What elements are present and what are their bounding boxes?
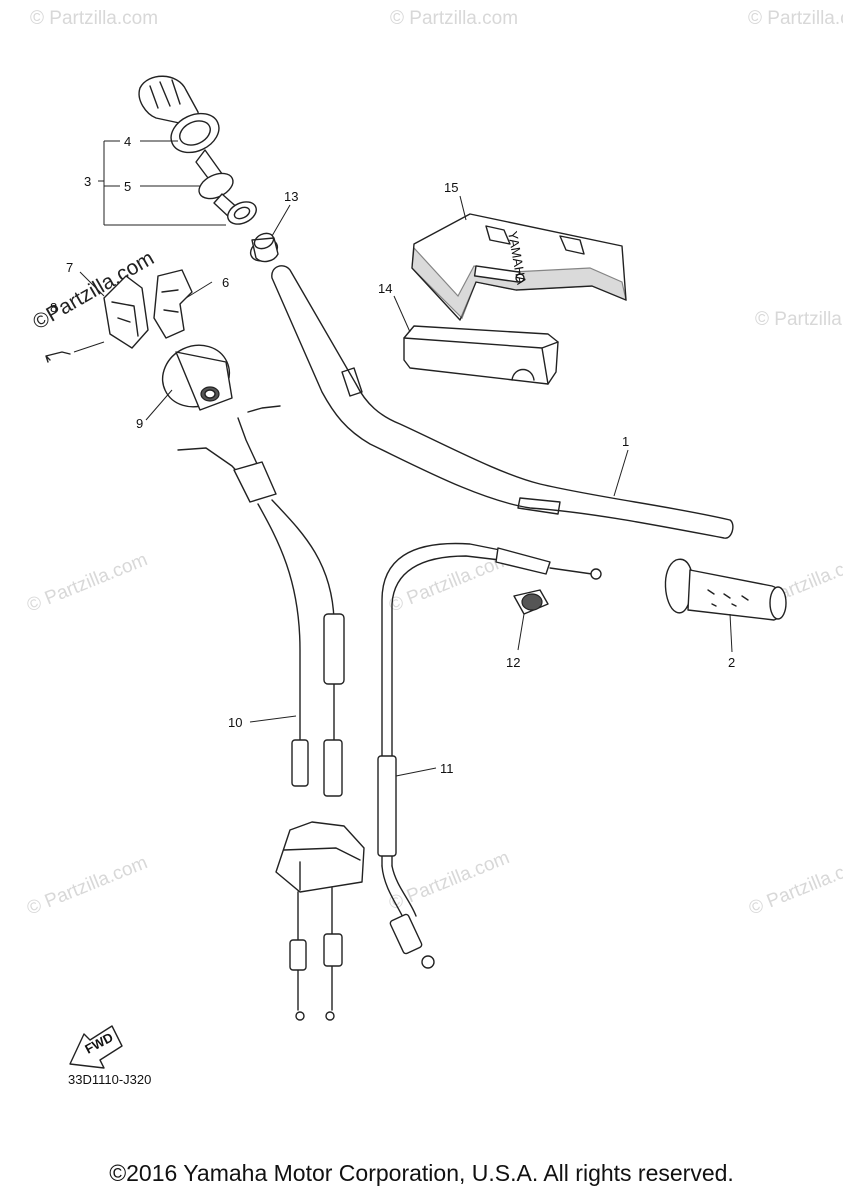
callout-9: 9 <box>136 416 143 431</box>
callout-7: 7 <box>66 260 73 275</box>
collar-part <box>249 232 279 263</box>
callout-8: 8 <box>50 300 57 315</box>
callout-4: 4 <box>124 134 131 149</box>
handlebar-pad-sponge <box>403 325 559 385</box>
diagram-reference-code: 33D1110-J320 <box>68 1072 152 1087</box>
fwd-arrow: FWD <box>69 1025 123 1069</box>
throttle-housing <box>161 344 233 411</box>
callout-6: 6 <box>222 275 229 290</box>
clutch-cable <box>377 542 602 969</box>
watermark: © Partzilla.com <box>746 852 843 919</box>
callout-3: 3 <box>84 174 91 189</box>
callout-15: 15 <box>444 180 458 195</box>
callout-14: 14 <box>378 281 392 296</box>
callout-10: 10 <box>228 715 242 730</box>
watermark: © Partzilla.com <box>748 8 843 29</box>
handlebar <box>271 265 734 539</box>
cable-adjuster <box>513 589 549 615</box>
callout-13: 13 <box>284 189 298 204</box>
callout-labels: 1 2 3 4 5 6 7 8 9 10 11 12 13 14 15 <box>50 134 735 776</box>
callout-2: 2 <box>728 655 735 670</box>
left-grip <box>664 558 787 621</box>
watermark: © Partzilla.com <box>386 847 513 914</box>
watermark: © Partzilla.com <box>24 549 151 616</box>
callout-1: 1 <box>622 434 629 449</box>
callout-12: 12 <box>506 655 520 670</box>
callout-11: 11 <box>440 761 454 776</box>
watermark: © Partzilla.com <box>755 309 843 330</box>
throttle-cable-assembly <box>177 405 365 1021</box>
copyright-footer: ©2016 Yamaha Motor Corporation, U.S.A. A… <box>109 1160 734 1186</box>
watermark: © Partzilla.com <box>390 8 518 29</box>
watermark: © Partzilla.com <box>24 852 151 919</box>
throttle-grip-assembly <box>138 75 257 225</box>
leader-lines <box>79 140 733 777</box>
handlebar-pad-cover: YAMAHA <box>411 213 627 321</box>
watermark: © Partzilla.com <box>30 8 158 29</box>
callout-5: 5 <box>124 179 131 194</box>
switch-housing-parts <box>45 269 193 363</box>
